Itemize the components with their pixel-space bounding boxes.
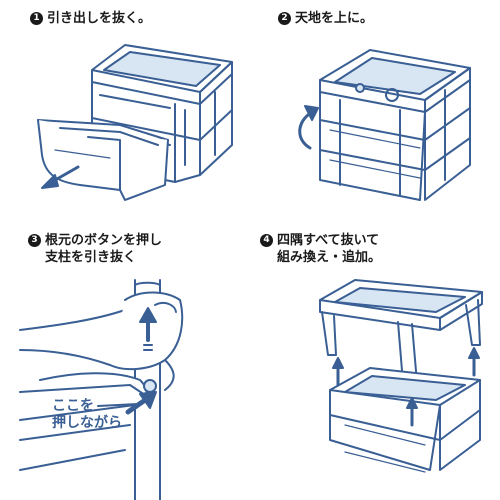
step-1-panel: 1 引き出しを抜く。 xyxy=(0,0,250,250)
step-3-number: 3 xyxy=(28,234,41,247)
step-4-text-line-2: 組み換え・追加。 xyxy=(277,250,382,265)
drawer-illustration xyxy=(37,119,169,201)
drawer-edge-illustration xyxy=(19,384,146,471)
bottom-frame-illustration xyxy=(329,367,481,473)
assembly-arrows-icon xyxy=(332,347,480,427)
step-2-number: 2 xyxy=(278,12,291,25)
step-4-number: 4 xyxy=(260,234,273,247)
step-1-caption: 1 引き出しを抜く。 xyxy=(30,10,151,27)
up-arrow-icon xyxy=(139,307,157,351)
step-3-text-line-1: 根元のボタンを押し xyxy=(45,233,163,248)
step-3-caption: 3 根元のボタンを押し 支柱を引き抜く xyxy=(28,232,162,266)
step-4-caption: 4 四隅すべて抜いて 組み換え・追加。 xyxy=(260,232,381,266)
pull-arrow-icon xyxy=(41,165,80,189)
push-here-line-2: 押しながら xyxy=(52,415,122,431)
flipped-frame-illustration xyxy=(319,49,471,201)
press-arrow-icon xyxy=(125,391,157,415)
step-3-text-line-2: 支柱を引き抜く xyxy=(45,250,137,265)
step-4-panel: 4 四隅すべて抜いて 組み換え・追加。 xyxy=(250,233,500,500)
button-illustration xyxy=(143,379,157,393)
step-1-number: 1 xyxy=(30,12,43,25)
hand-illustration xyxy=(19,291,184,407)
step-1-text: 引き出しを抜く。 xyxy=(47,11,152,26)
top-frame-illustration xyxy=(319,279,483,396)
step-2-caption: 2 天地を上に。 xyxy=(278,10,373,27)
step-2-panel: 2 天地を上に。 xyxy=(250,0,500,250)
step-4-text-line-1: 四隅すべて抜いて xyxy=(277,233,380,248)
push-here-label: ここを 押しながら xyxy=(52,398,122,432)
push-here-line-1: ここを xyxy=(52,398,94,414)
rotate-arrow-icon xyxy=(298,105,319,150)
step-3-panel: 3 根元のボタンを押し 支柱を引き抜く xyxy=(0,233,250,500)
step-2-text: 天地を上に。 xyxy=(295,11,374,26)
